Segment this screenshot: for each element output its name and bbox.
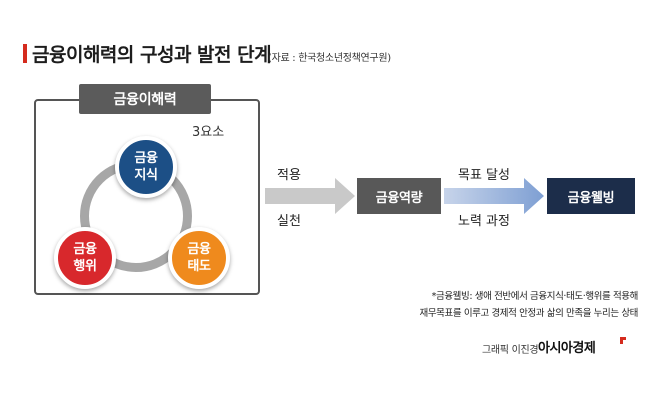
three-elements-label: 3요소 bbox=[192, 125, 225, 140]
brand-logo-text: 아시아경제 bbox=[538, 341, 596, 356]
graphic-credit: 그래픽 이진경 bbox=[482, 345, 539, 356]
financial-knowledge-label: 금융 지식 bbox=[134, 151, 158, 183]
apply-arrow bbox=[265, 178, 355, 214]
practice-label: 실천 bbox=[277, 214, 301, 229]
goal-arrow bbox=[444, 178, 544, 214]
title-accent-bar bbox=[23, 44, 27, 63]
financial-behavior-label: 금융 행위 bbox=[73, 242, 97, 274]
financial-wellbeing-box: 금융웰빙 bbox=[547, 178, 635, 214]
gray-arrow-shape bbox=[265, 178, 355, 214]
page-title: 금융이해력의 구성과 발전 단계 bbox=[32, 44, 272, 66]
source-note: (자료 : 한국청소년정책연구원) bbox=[268, 53, 391, 64]
footnote: *금융웰빙: 생애 전반에서 금융지식·태도·행위를 적용해 재무목표를 이루고… bbox=[308, 288, 639, 322]
apply-label: 적용 bbox=[277, 168, 301, 183]
brand-mark-icon bbox=[620, 337, 626, 344]
footnote-line-1: *금융웰빙: 생애 전반에서 금융지식·태도·행위를 적용해 bbox=[431, 291, 639, 302]
footnote-line-2: 재무목표를 이루고 경제적 안정과 삶의 만족을 누리는 상태 bbox=[419, 308, 639, 319]
financial-behavior-node: 금융 행위 bbox=[54, 227, 116, 289]
financial-knowledge-node: 금융 지식 bbox=[115, 136, 177, 198]
framework-label: 금융이해력 bbox=[79, 84, 211, 114]
goal-achievement-label: 목표 달성 bbox=[458, 168, 510, 183]
financial-competency-box: 금융역량 bbox=[357, 178, 441, 214]
financial-attitude-label: 금융 태도 bbox=[187, 242, 211, 274]
effort-process-label: 노력 과정 bbox=[458, 214, 510, 229]
financial-attitude-node: 금융 태도 bbox=[168, 227, 230, 289]
blue-arrow-shape bbox=[444, 178, 544, 214]
